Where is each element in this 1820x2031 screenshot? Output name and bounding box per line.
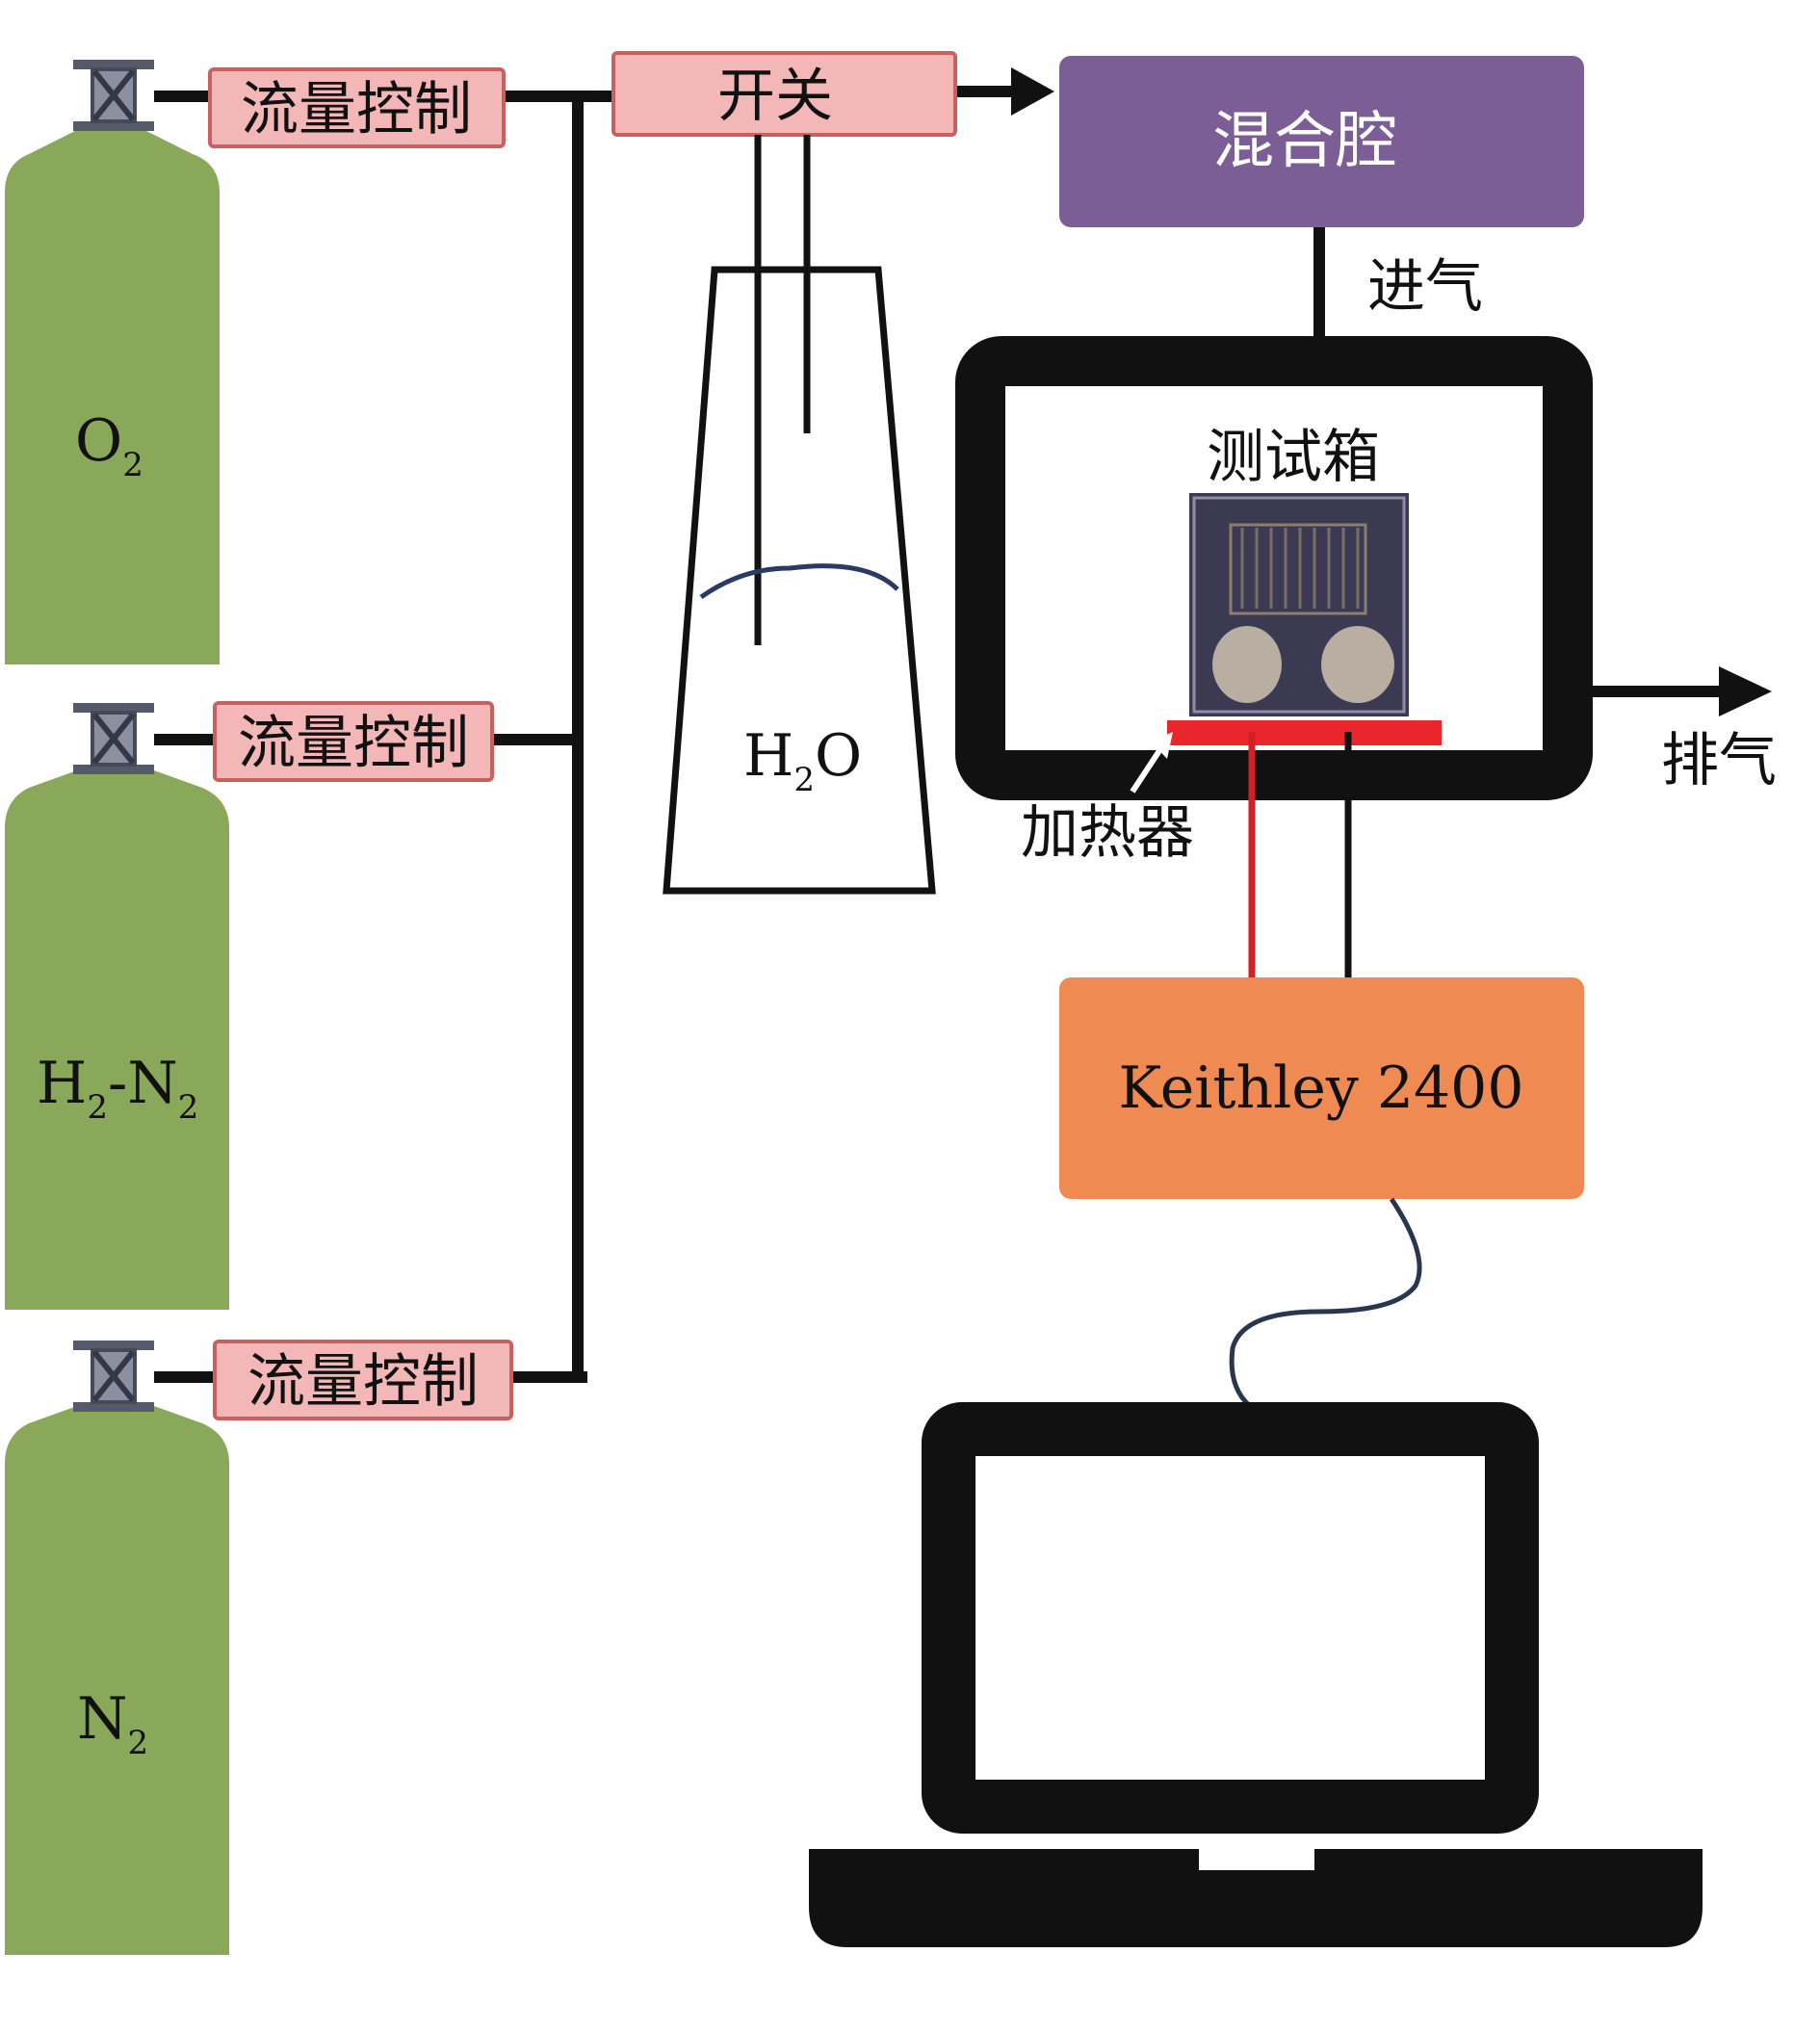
gas-lines <box>154 86 1724 1383</box>
cylinder-body <box>5 770 229 1310</box>
keithley-2400-instrument[interactable]: Keithley 2400 <box>1059 977 1584 1199</box>
instrument-label: Keithley 2400 <box>1118 1055 1523 1122</box>
flow-controller-2[interactable]: 流量控制 <box>213 701 494 782</box>
switch-label: 开关 <box>717 63 833 130</box>
exhaust-label: 排气 <box>1661 727 1777 794</box>
usb-cable <box>1229 1197 1422 1408</box>
heater-label: 加热器 <box>1021 799 1194 867</box>
test-box-label: 测试箱 <box>1207 424 1380 491</box>
flow-controller-3[interactable]: 流量控制 <box>213 1340 513 1420</box>
cylinder-n2: N2 <box>5 1406 229 1955</box>
arrow-to-mixing-chamber <box>1011 67 1054 116</box>
laptop-icon <box>809 1402 1703 1947</box>
valve-icon <box>73 703 154 774</box>
flow-controller-label: 流量控制 <box>241 76 472 143</box>
valve-icon <box>73 1341 154 1412</box>
mixing-chamber-label: 混合腔 <box>1212 106 1397 177</box>
water-label: H2O <box>743 722 862 799</box>
cylinder-body <box>5 130 220 664</box>
cylinder-body <box>5 1406 229 1955</box>
cylinder-gas-label: H2-N2 <box>37 1050 198 1127</box>
heater-pointer-arrow <box>1130 747 1163 794</box>
valve-icon <box>73 60 154 131</box>
flow-controller-label: 流量控制 <box>247 1348 479 1416</box>
cylinder-gas-label: N2 <box>77 1685 148 1762</box>
heater-strip <box>1167 720 1442 745</box>
arrow-exhaust <box>1719 666 1772 716</box>
water-bubbler-flask: H2O <box>663 135 936 895</box>
flow-controller-label: 流量控制 <box>238 710 469 777</box>
mixing-chamber[interactable]: 混合腔 <box>1059 56 1584 227</box>
water-level-line <box>699 563 899 600</box>
cylinder-o2: O2 <box>5 130 220 664</box>
cylinder-h2-n2: H2-N2 <box>5 770 229 1310</box>
switch-box[interactable]: 开关 <box>611 51 957 137</box>
cylinder-gas-label: O2 <box>75 407 143 484</box>
sensor-chip <box>1189 493 1409 716</box>
test-box: 测试箱 <box>955 336 1593 800</box>
inlet-label: 进气 <box>1367 253 1483 321</box>
flow-controller-1[interactable]: 流量控制 <box>208 67 506 148</box>
